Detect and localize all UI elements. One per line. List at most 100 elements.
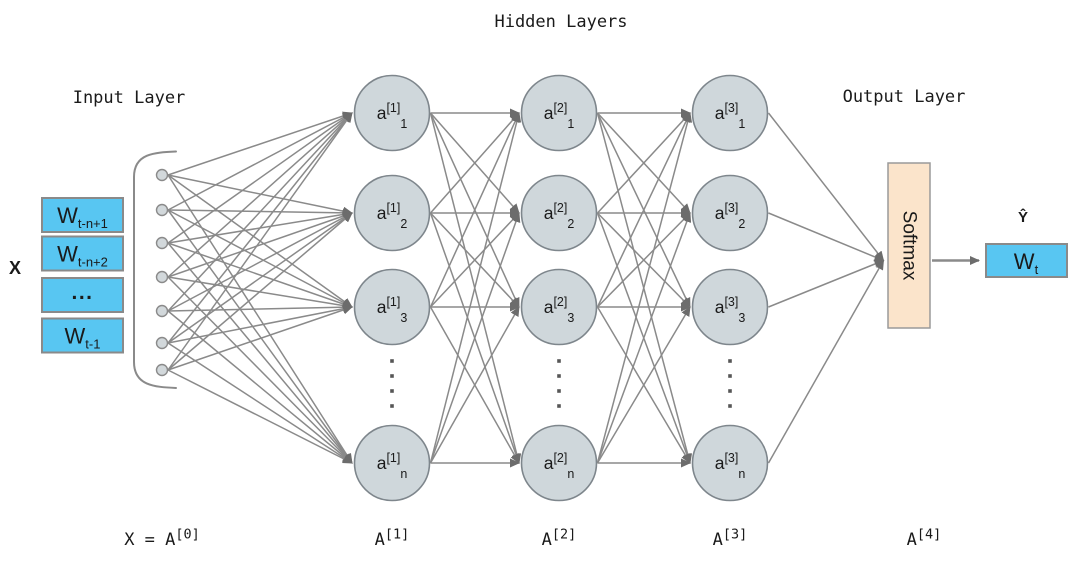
hidden-node [353,268,431,346]
activation-label-a4: A[4] [907,527,942,551]
input-node [155,270,169,284]
edge-line [167,112,353,312]
input-node [155,236,169,250]
input-box [41,277,124,313]
hidden-node [353,424,431,502]
edge-line [429,306,520,464]
hidden-node [520,268,598,346]
edge-line [167,174,353,464]
edge-line [167,310,353,464]
softmax-label: Softmax [899,211,920,281]
vertical-ellipsis-dot [557,374,561,378]
edge-line [167,276,353,464]
edge-line [167,369,353,464]
input-node [155,363,169,377]
edge-line [167,211,353,278]
hidden-node [691,424,769,502]
input-node [155,168,169,182]
hidden-node-label: a[3]1 [715,101,746,131]
edge-line [429,212,521,464]
edge-line [167,242,353,309]
edge-line [429,112,522,464]
hidden-layers-title: Hidden Layers [494,12,627,32]
edge-line [167,112,353,344]
edge-line [167,212,353,371]
edge-line [596,212,691,308]
edge-line [596,112,693,464]
hidden-node-label: a[1]2 [377,201,408,231]
hidden-node-label: a[1]3 [377,295,408,325]
input-box-label: Wt-1 [65,324,101,352]
edge-line [167,112,353,278]
input-layer-title: Input Layer [73,88,186,108]
hidden-node [520,74,598,152]
hidden-node [691,268,769,346]
edges-layer [167,108,885,468]
edge-line [167,112,353,371]
edge-line [429,112,520,214]
activation-label-a1: A[1] [375,527,410,551]
output-layer-title: Output Layer [843,87,966,107]
edge-line [596,212,692,464]
input-nodes-layer [155,168,169,377]
edge-line [167,212,353,312]
hidden-node-label: a[3]n [715,451,746,481]
vertical-ellipsis-dot [728,359,732,363]
hidden-node [520,424,598,502]
edge-line [167,112,353,244]
edge-line [167,212,353,344]
edge-line [596,112,691,214]
edge-line [167,304,353,344]
input-box [41,197,124,233]
bottom-labels-layer: X = A[0]A[1]A[2]A[3]A[4] [124,527,941,551]
vertical-ellipsis-dot [390,389,394,393]
activation-label-a3: A[3] [713,527,748,551]
input-node [155,304,169,318]
y-hat-label: Ŷ [1018,208,1028,226]
hidden-node [353,74,431,152]
vertical-ellipsis-dot [390,374,394,378]
input-box-label: ... [71,281,93,304]
edge-line [767,112,885,262]
edge-line [167,305,353,371]
hidden-node-label: a[2]3 [544,295,575,325]
vertical-ellipsis-dot [390,359,394,363]
edge-line [167,209,353,464]
x-vector-label: X [9,258,21,278]
vertical-ellipsis-dot [728,389,732,393]
edge-line [768,259,885,308]
hidden-node-label: a[2]n [544,451,575,481]
edge-line [429,112,520,308]
input-node [155,203,169,217]
hidden-node-label: a[1]n [377,451,408,481]
hidden-node [691,74,769,152]
hidden-node [520,174,598,252]
edge-line [167,111,353,176]
vertical-ellipsis-dot [557,404,561,408]
softmax-box [887,162,931,329]
hidden-node [353,174,431,252]
edge-line [768,212,885,262]
input-box-label: Wt-n+2 [57,242,108,270]
input-node [155,336,169,350]
vertical-ellipsis-dot [557,389,561,393]
edge-line [596,306,691,464]
hidden-node-label: a[2]2 [544,201,575,231]
hidden-node-label: a[1]1 [377,101,408,131]
edge-line [767,259,885,464]
input-box [41,235,124,272]
input-boxes-layer: Wt-n+1Wt-n+2... Wt-1 [41,197,124,354]
hidden-node-label: a[3]3 [715,295,746,325]
vertical-ellipsis-dot [728,374,732,378]
input-box-label: Wt-n+1 [57,203,108,231]
edge-line [167,342,353,464]
edge-line [167,209,353,308]
hidden-node [691,174,769,252]
hidden-nodes-layer: a[1]1 a[1]2 a[1]3 a[1]n a[2]1 a[2]2 a[2]3 a[2]n… [353,74,769,502]
predicted-word-label: Wt [1014,249,1039,277]
input-box [41,317,124,354]
hidden-node-label: a[2]1 [544,101,575,131]
predicted-word-box [985,243,1068,278]
edge-line [596,112,691,308]
